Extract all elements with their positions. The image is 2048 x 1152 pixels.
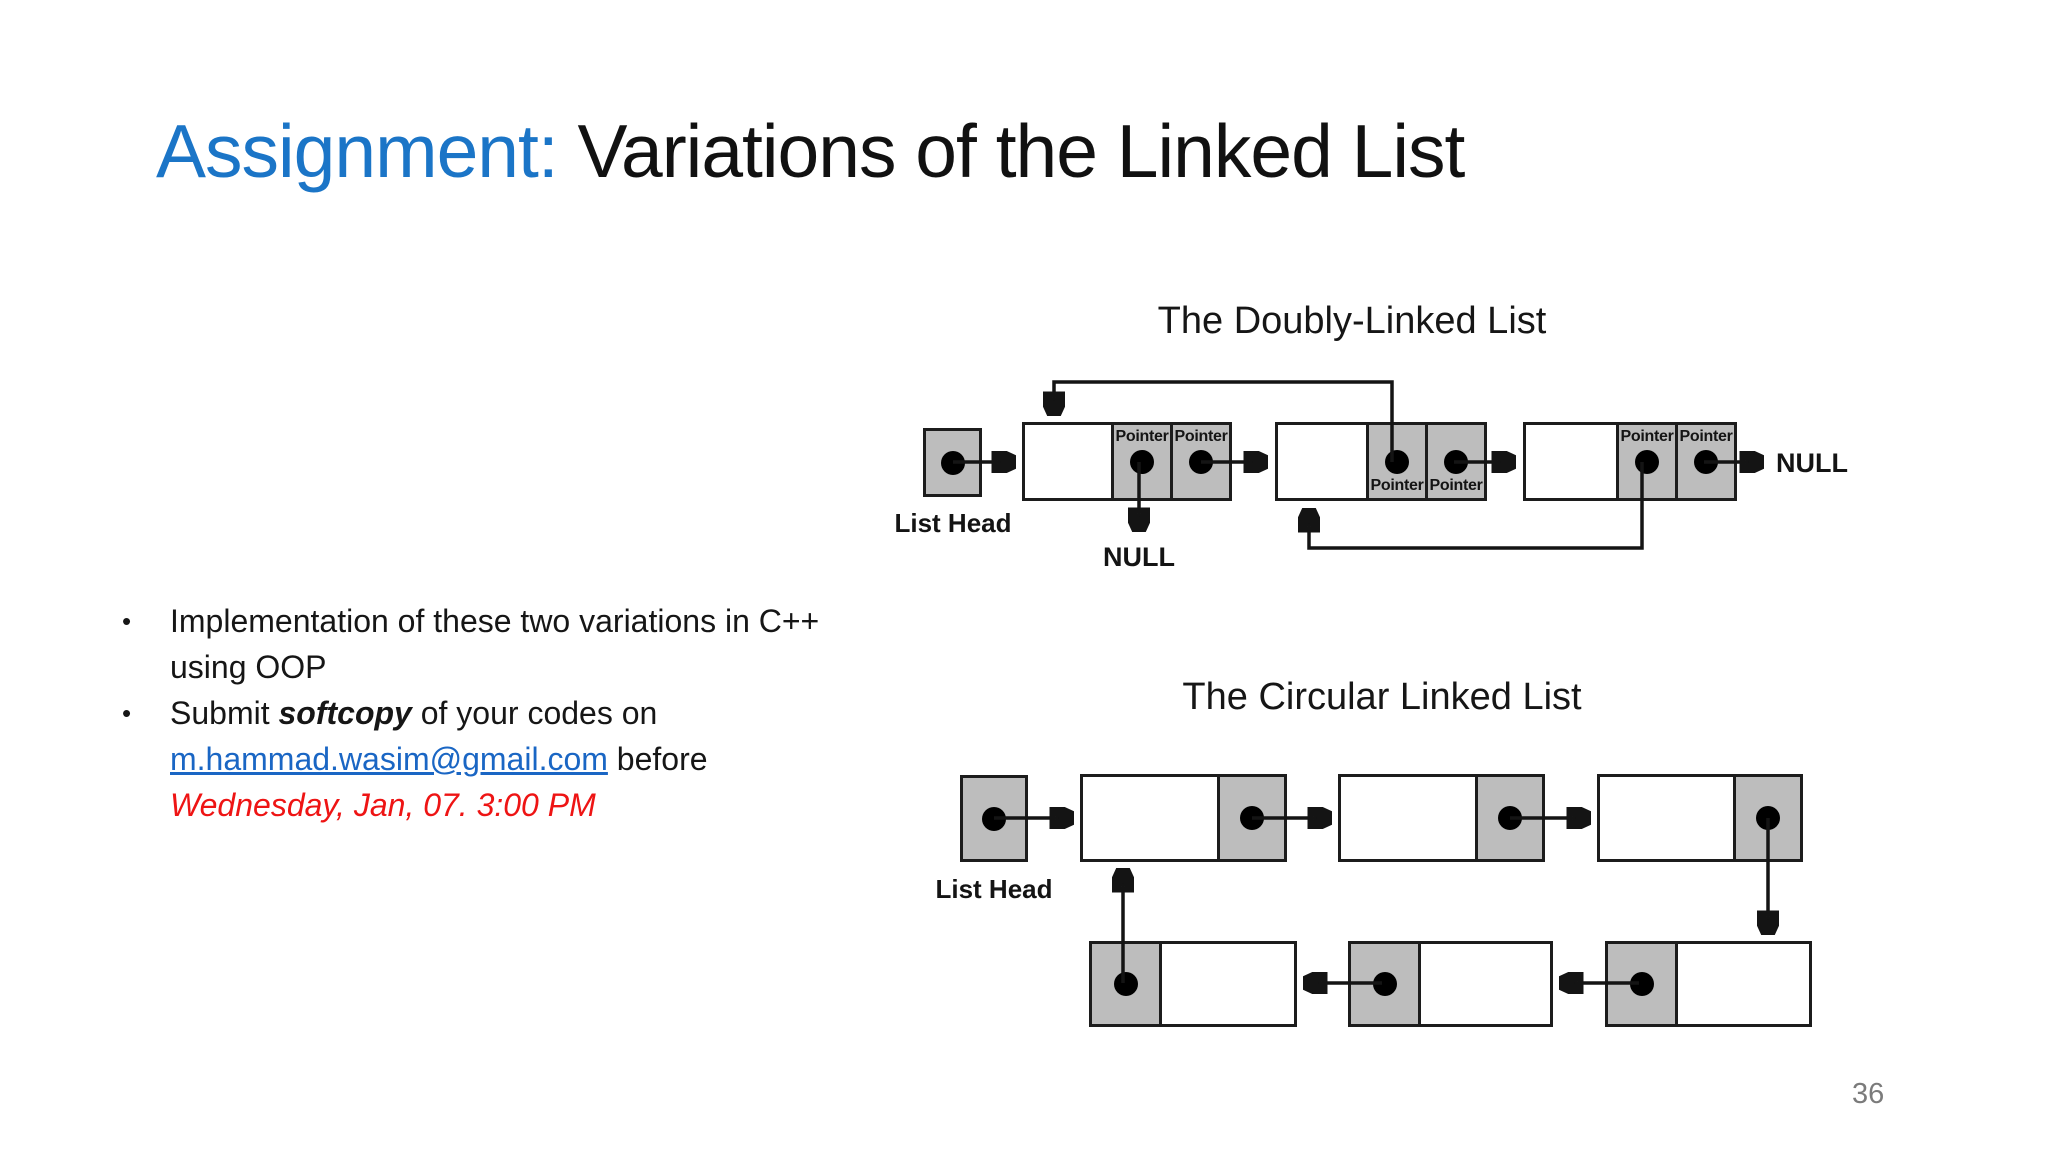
pointer-cell-label: Pointer [1115,428,1169,445]
deadline-text: Wednesday, Jan, 07. 3:00 PM [170,787,596,823]
data-cell [1675,944,1809,1024]
pointer-dot [1240,806,1264,830]
dll-node-3: Pointer Pointer [1523,422,1737,501]
doubly-diagram-title: The Doubly-Linked List [1157,300,1547,342]
pointer-cell-label: Pointer [1174,428,1228,445]
prev-pointer-cell: Pointer [1366,425,1425,498]
cll-node-6 [1605,941,1812,1027]
data-cell [1418,944,1550,1024]
dll-list-head-box [923,428,982,497]
bullet-icon: • [122,698,132,728]
next-pointer-cell [1608,944,1675,1024]
data-cell [1083,777,1217,859]
dll-node-1: Pointer Pointer [1022,422,1232,501]
dll-null-label-down: NULL [1103,542,1175,572]
cll-node-4 [1089,941,1297,1027]
list-item: • Submit softcopy of your codes on m.ham… [122,690,842,828]
bullet-text-implementation: Implementation of these two variations i… [170,603,820,685]
cll-node-1 [1080,774,1287,862]
page-title: Assignment: Variations of the Linked Lis… [156,108,1466,194]
data-cell [1600,777,1733,859]
cll-node-2 [1338,774,1545,862]
bullet-list: • Implementation of these two variations… [122,598,842,828]
next-pointer-cell [1475,777,1542,859]
email-link[interactable]: m.hammad.wasim@gmail.com [170,741,608,777]
dll-list-head-label: List Head [894,508,1012,538]
dll-node-2: Pointer Pointer [1275,422,1487,501]
pointer-dot [1385,449,1409,474]
pointer-dot [1444,449,1468,474]
bullet-icon: • [122,606,132,636]
data-cell [1526,425,1616,498]
pointer-dot [1113,972,1138,996]
data-cell [1278,425,1366,498]
data-cell [1159,944,1294,1024]
next-pointer-cell: Pointer [1675,425,1734,498]
pointer-dot [1189,449,1213,474]
next-pointer-cell [1351,944,1418,1024]
cll-list-head-label: List Head [935,874,1053,904]
next-pointer-cell [1092,944,1159,1024]
bullet-text-submit: Submit softcopy of your codes on m.hamma… [170,690,842,828]
cll-list-head-box [960,775,1028,862]
submit-text: before [607,741,708,777]
dll-null-label-right: NULL [1776,448,1848,478]
softcopy-emphasis: softcopy [278,695,412,731]
pointer-cell-label: Pointer [1370,477,1424,494]
pointer-dot [1372,972,1397,996]
next-pointer-cell: Pointer [1170,425,1229,498]
cll-node-3 [1597,774,1803,862]
pointer-dot [1629,972,1654,996]
pointer-dot [1635,449,1659,474]
title-prefix: Assignment: [156,109,578,193]
title-main: Variations of the Linked List [577,109,1466,193]
next-pointer-cell [1217,777,1284,859]
pointer-cell-label: Pointer [1429,477,1483,494]
next-pointer-cell [1733,777,1800,859]
list-head-dot [940,450,965,475]
submit-text: of your codes on [411,695,658,731]
list-head-dot [982,806,1006,831]
prev-pointer-cell: Pointer [1616,425,1675,498]
data-cell [1025,425,1111,498]
page-number: 36 [1852,1078,1885,1110]
pointer-cell-label: Pointer [1620,428,1674,445]
prev-pointer-cell: Pointer [1111,425,1170,498]
data-cell [1341,777,1475,859]
circular-diagram-title: The Circular Linked List [1182,676,1582,718]
cll-node-5 [1348,941,1553,1027]
next-pointer-cell: Pointer [1425,425,1484,498]
pointer-dot [1756,806,1780,830]
pointer-dot [1694,449,1718,474]
pointer-dot [1130,449,1154,474]
pointer-cell-label: Pointer [1679,428,1733,445]
submit-text: Submit [170,695,279,731]
pointer-dot [1498,806,1522,830]
list-item: • Implementation of these two variations… [122,598,842,690]
